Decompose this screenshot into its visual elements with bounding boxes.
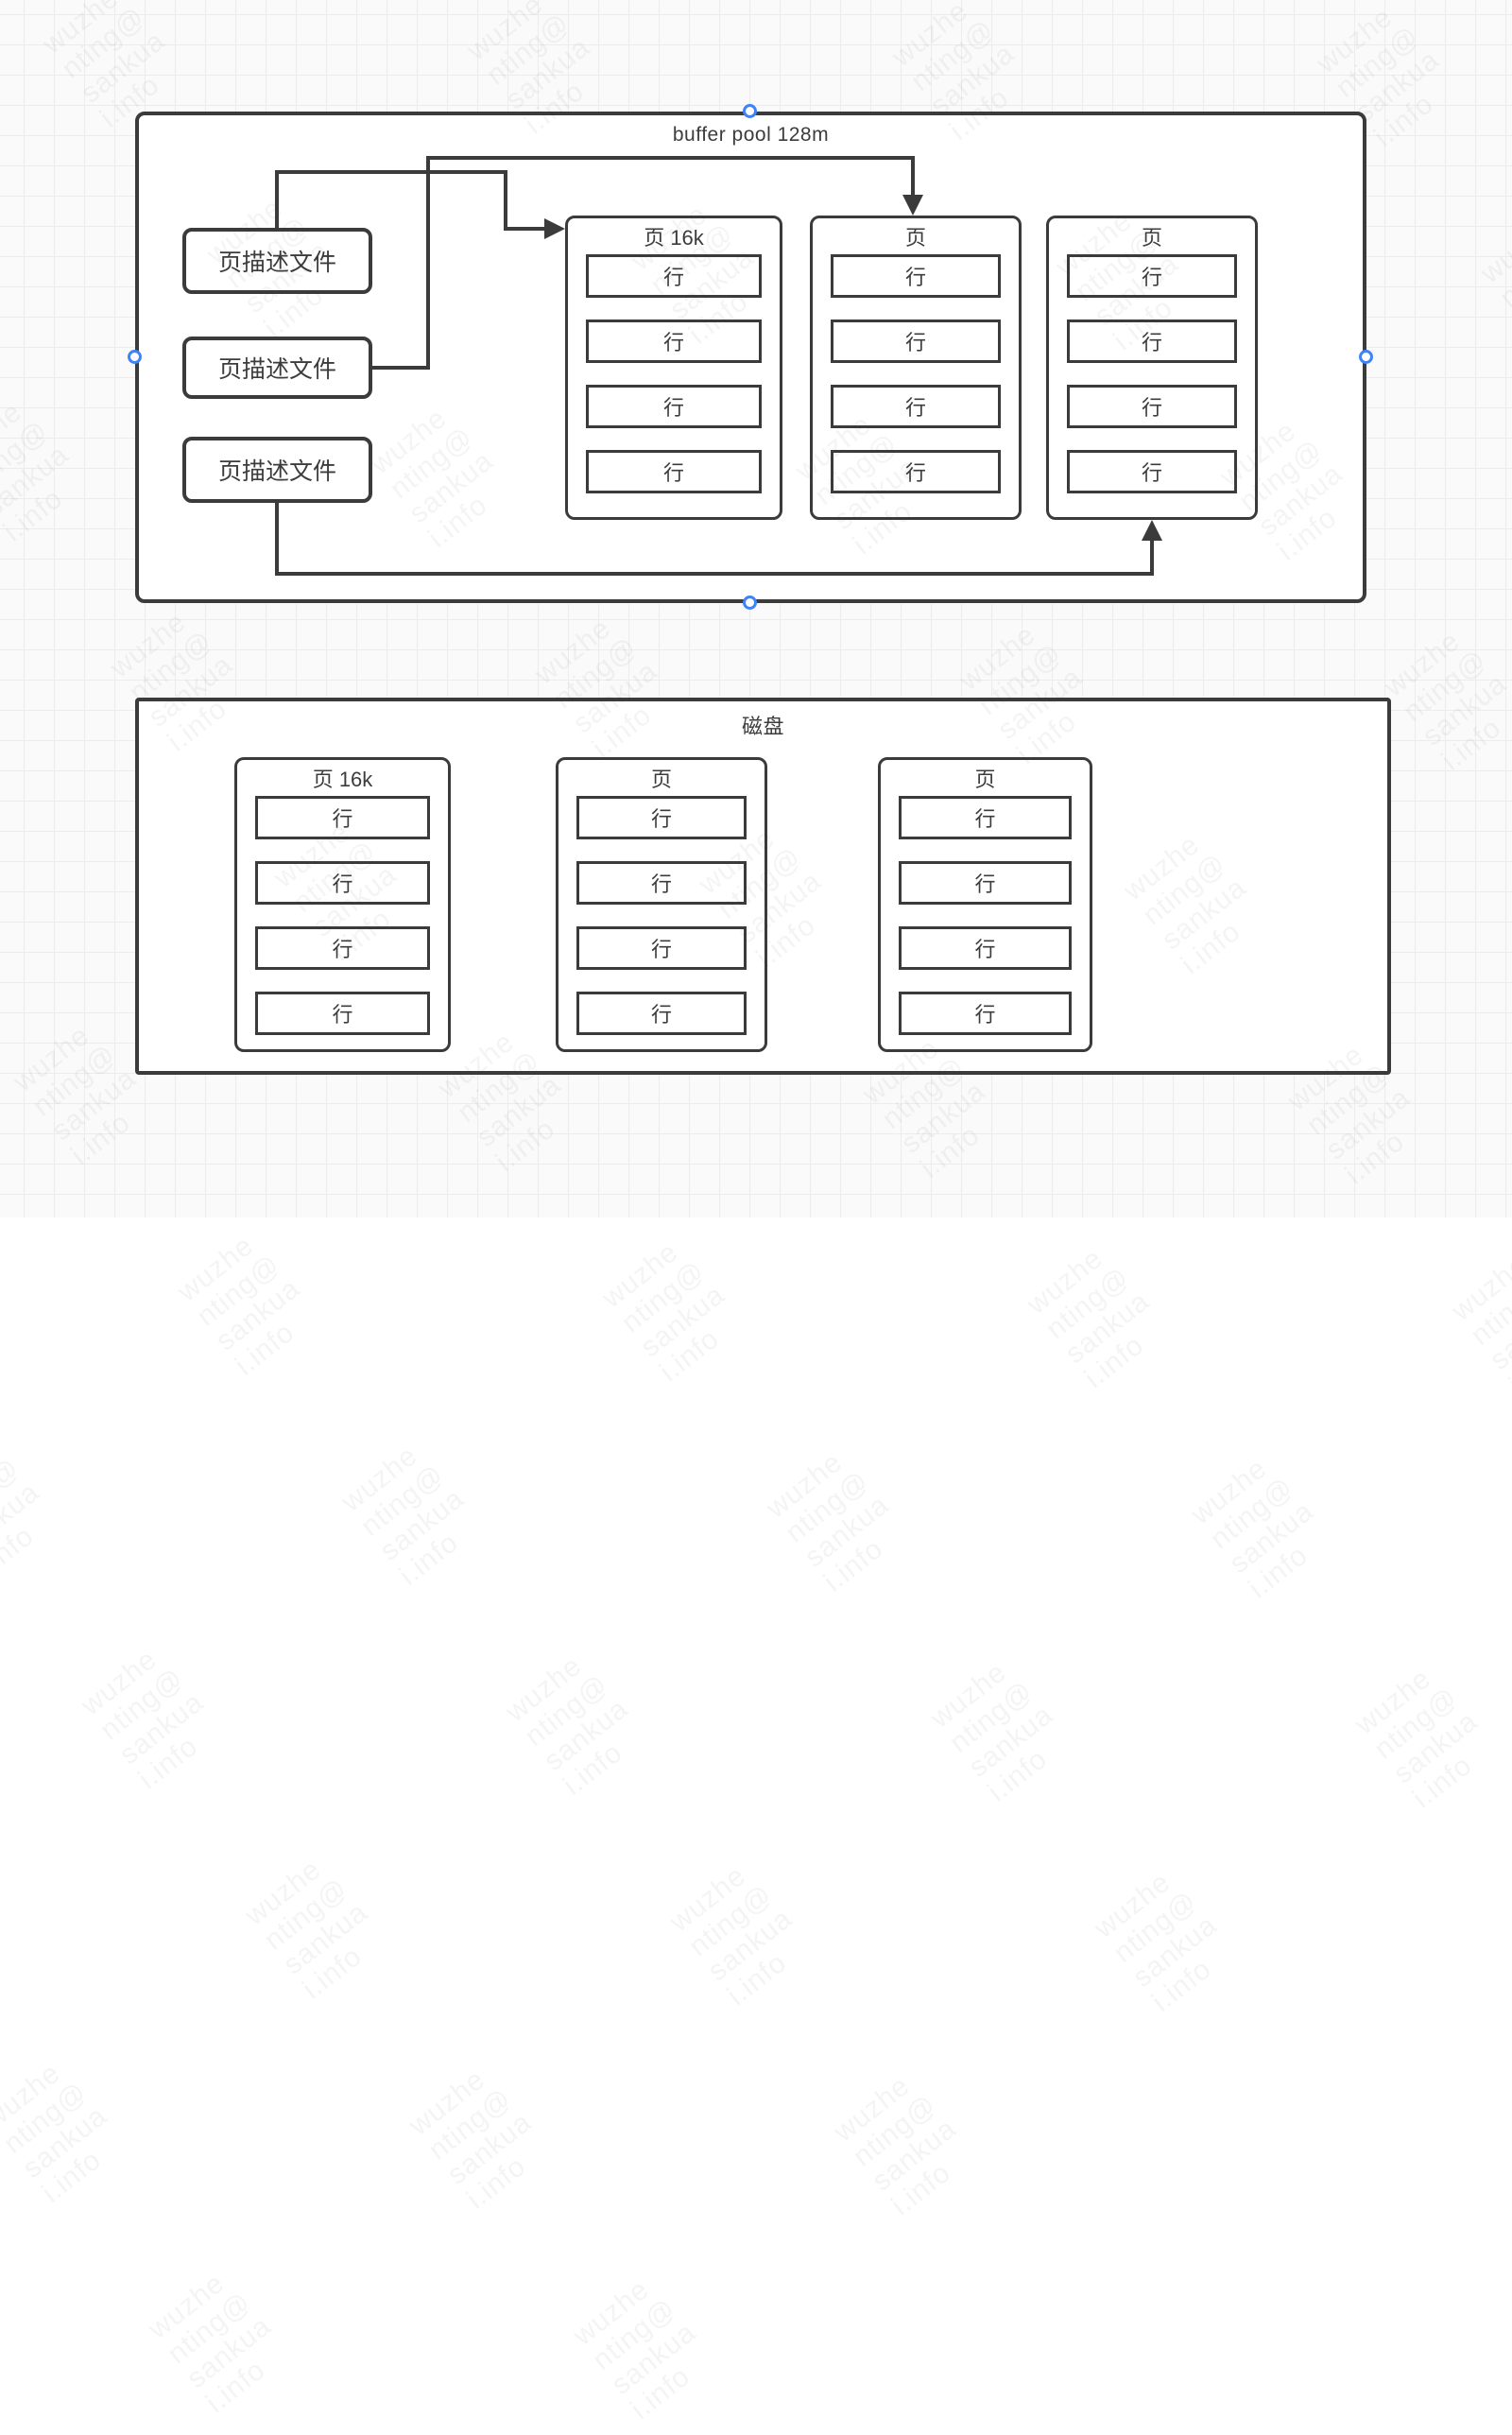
disk-page-2-rows: 行 行 行 行 xyxy=(558,794,765,1035)
buffer-pool-title: buffer pool 128m xyxy=(672,124,830,146)
row-cell[interactable]: 行 xyxy=(899,796,1072,839)
page-descriptor-file-2[interactable]: 页描述文件 xyxy=(182,337,372,399)
disk-page-2-title: 页 xyxy=(650,768,672,791)
row-cell[interactable]: 行 xyxy=(576,796,747,839)
row-cell[interactable]: 行 xyxy=(586,385,762,428)
page-descriptor-file-3-label: 页描述文件 xyxy=(217,458,336,485)
buffer-page-2-title: 页 xyxy=(904,226,926,250)
row-cell[interactable]: 行 xyxy=(899,992,1072,1035)
buffer-page-2[interactable]: 页 行 行 行 行 xyxy=(810,216,1022,520)
buffer-page-1-rows: 行 行 行 行 xyxy=(568,252,780,493)
disk-page-1-rows: 行 行 行 行 xyxy=(237,794,448,1035)
page-descriptor-file-1-label: 页描述文件 xyxy=(217,250,336,276)
disk-page-3[interactable]: 页 行 行 行 行 xyxy=(878,757,1092,1052)
row-cell[interactable]: 行 xyxy=(831,254,1001,298)
row-cell[interactable]: 行 xyxy=(831,450,1001,493)
row-cell[interactable]: 行 xyxy=(899,926,1072,970)
row-cell[interactable]: 行 xyxy=(831,319,1001,363)
disk-page-1-title: 页 16k xyxy=(312,768,373,791)
page-descriptor-file-3[interactable]: 页描述文件 xyxy=(182,437,372,503)
row-cell[interactable]: 行 xyxy=(576,926,747,970)
buffer-page-3-title: 页 xyxy=(1141,226,1162,250)
row-cell[interactable]: 行 xyxy=(576,861,747,905)
selection-handle-left[interactable] xyxy=(128,350,142,364)
row-cell[interactable]: 行 xyxy=(576,992,747,1035)
row-cell[interactable]: 行 xyxy=(255,861,430,905)
row-cell[interactable]: 行 xyxy=(1067,319,1237,363)
buffer-page-3-rows: 行 行 行 行 xyxy=(1049,252,1255,493)
row-cell[interactable]: 行 xyxy=(586,450,762,493)
buffer-page-3[interactable]: 页 行 行 行 行 xyxy=(1046,216,1258,520)
selection-handle-bottom[interactable] xyxy=(743,596,757,610)
row-cell[interactable]: 行 xyxy=(831,385,1001,428)
buffer-page-1-title: 页 16k xyxy=(644,226,704,250)
page-descriptor-file-1[interactable]: 页描述文件 xyxy=(182,228,372,294)
buffer-page-2-rows: 行 行 行 行 xyxy=(813,252,1019,493)
row-cell[interactable]: 行 xyxy=(1067,385,1237,428)
disk-title: 磁盘 xyxy=(741,715,784,738)
selection-handle-top[interactable] xyxy=(743,104,757,118)
disk-page-3-rows: 行 行 行 行 xyxy=(881,794,1090,1035)
row-cell[interactable]: 行 xyxy=(255,992,430,1035)
row-cell[interactable]: 行 xyxy=(899,861,1072,905)
row-cell[interactable]: 行 xyxy=(1067,254,1237,298)
buffer-page-1[interactable]: 页 16k 行 行 行 行 xyxy=(565,216,782,520)
row-cell[interactable]: 行 xyxy=(586,254,762,298)
row-cell[interactable]: 行 xyxy=(255,926,430,970)
disk-page-2[interactable]: 页 行 行 行 行 xyxy=(556,757,767,1052)
disk-page-3-title: 页 xyxy=(974,768,996,791)
disk-page-1[interactable]: 页 16k 行 行 行 行 xyxy=(234,757,451,1052)
selection-handle-right[interactable] xyxy=(1359,350,1373,364)
row-cell[interactable]: 行 xyxy=(255,796,430,839)
page-descriptor-file-2-label: 页描述文件 xyxy=(217,356,336,383)
row-cell[interactable]: 行 xyxy=(586,319,762,363)
row-cell[interactable]: 行 xyxy=(1067,450,1237,493)
